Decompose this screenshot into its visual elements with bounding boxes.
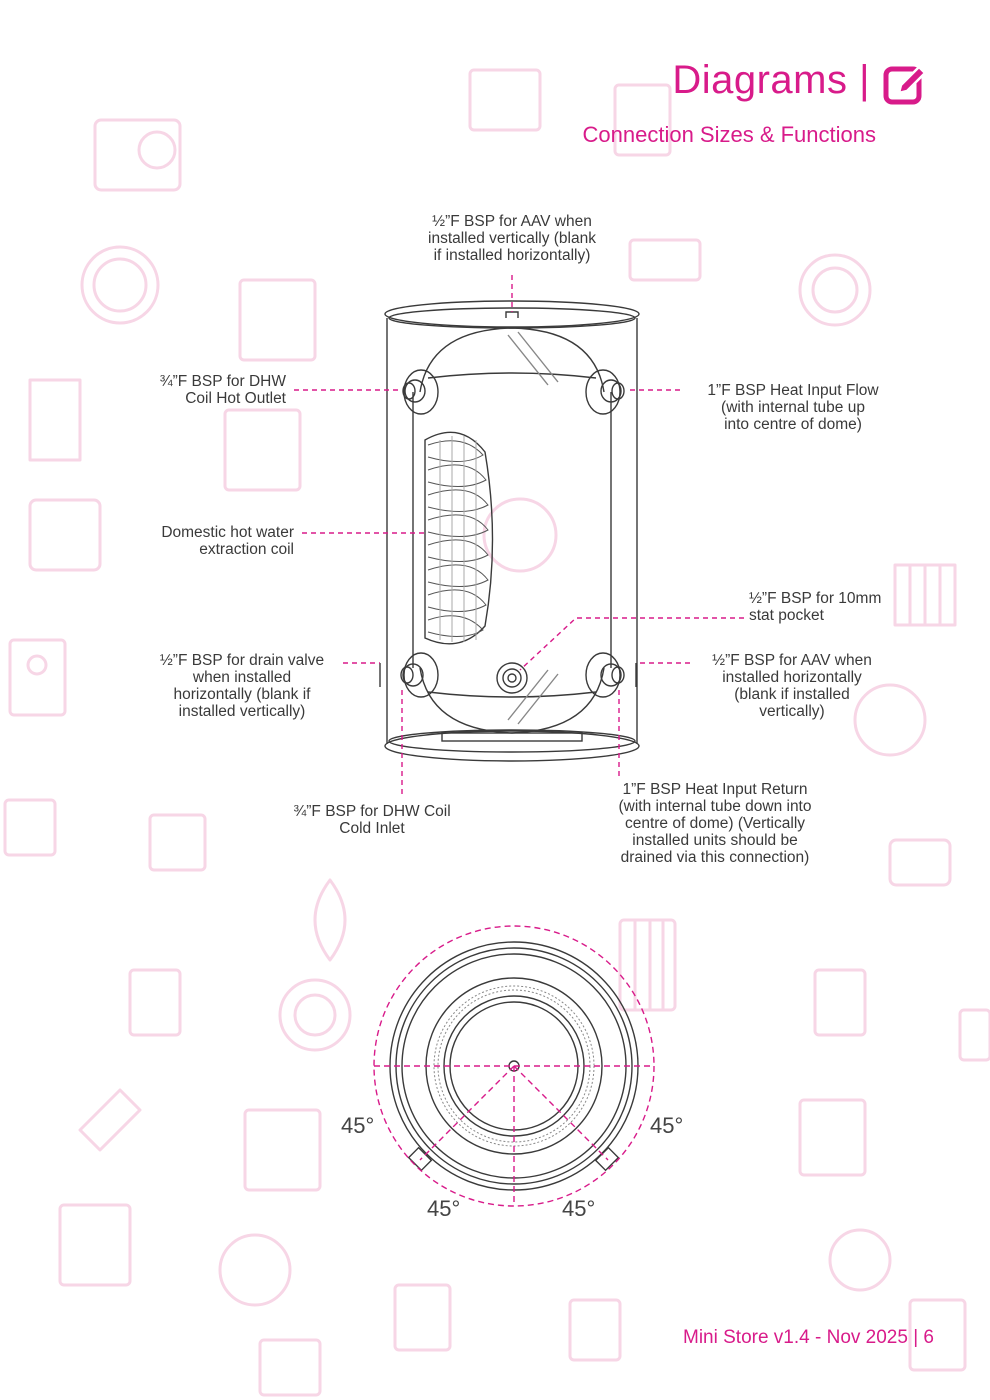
page-subtitle: Connection Sizes & Functions (582, 122, 877, 147)
angle-reference-circle (373, 925, 655, 1207)
label-aav-horizontal: ½”F BSP for AAV when installed horizonta… (712, 652, 872, 720)
angle-label-bottom-right: 45° (562, 1196, 596, 1221)
label-top-aav: ½”F BSP for AAV when installed verticall… (428, 213, 596, 264)
label-stat-pocket: ½”F BSP for 10mm stat pocket (749, 590, 882, 624)
coil-loops (427, 440, 489, 637)
label-heat-input-return: 1”F BSP Heat Input Return (with internal… (618, 781, 812, 866)
label-dhw-coil: Domestic hot water extraction coil (161, 524, 294, 558)
angle-label-bottom-left: 45° (427, 1196, 461, 1221)
edit-icon (883, 65, 927, 105)
label-dhw-cold-inlet: ¾”F BSP for DHW Coil Cold Inlet (293, 803, 451, 837)
angle-label-left: 45° (341, 1113, 375, 1138)
top-rim (384, 300, 640, 328)
angle-label-right: 45° (650, 1113, 684, 1138)
page-title: Diagrams | (672, 58, 870, 102)
label-drain-valve: ½”F BSP for drain valve when installed h… (159, 652, 325, 720)
label-dhw-hot-outlet: ¾”F BSP for DHW Coil Hot Outlet (159, 373, 286, 407)
bottom-rim (384, 730, 640, 762)
page-footer: Mini Store v1.4 - Nov 2025 | 6 (683, 1327, 934, 1348)
label-heat-input-flow: 1”F BSP Heat Input Flow (with internal t… (707, 382, 879, 433)
